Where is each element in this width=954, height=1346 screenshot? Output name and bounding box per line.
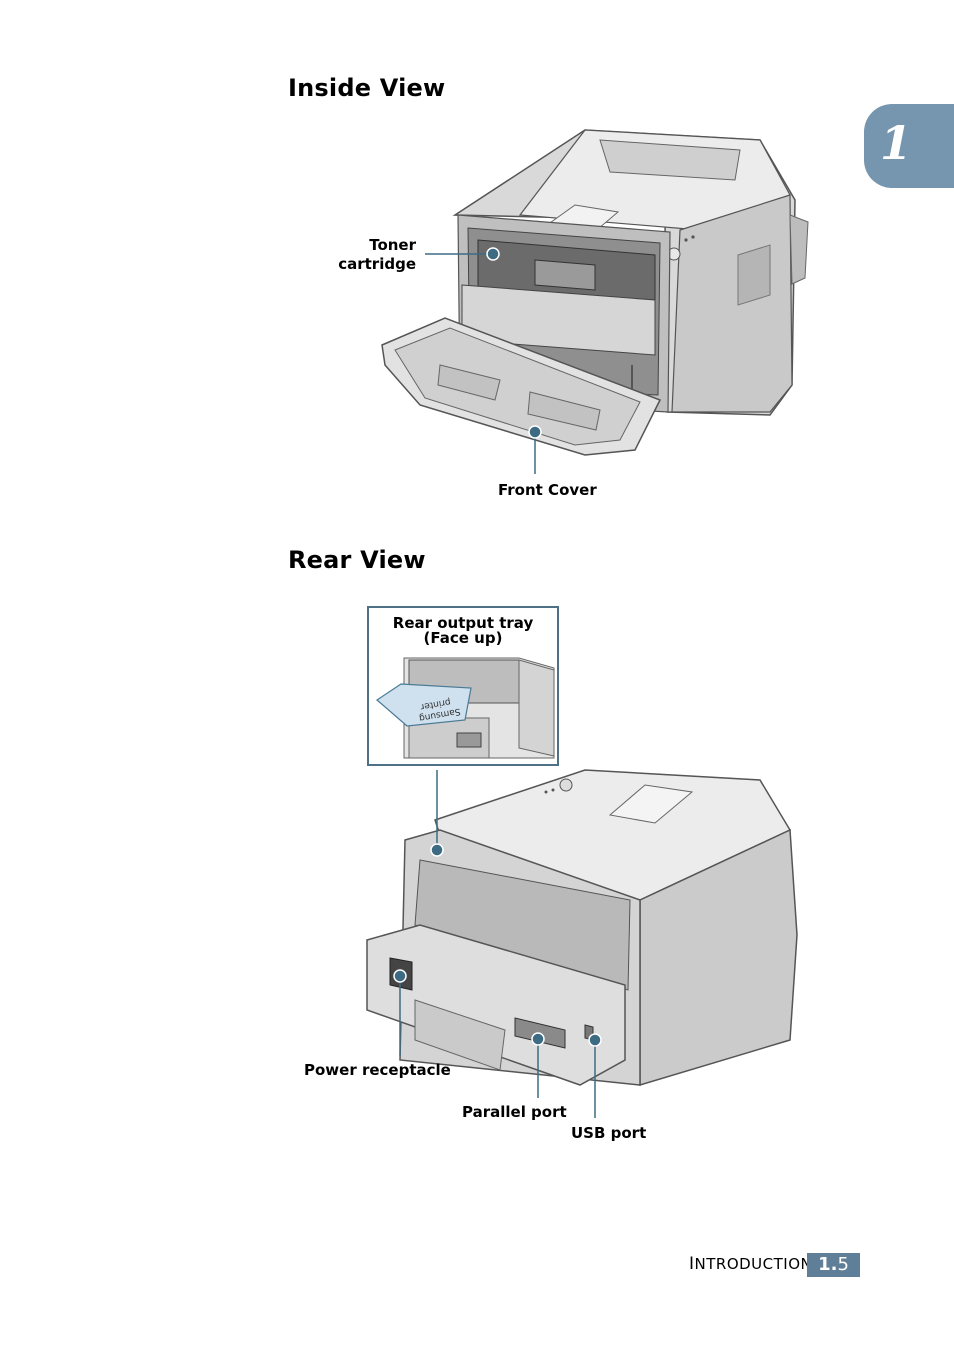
- toner-label-line2: cartridge: [338, 255, 416, 273]
- chapter-number: 1: [880, 116, 913, 170]
- page-chapter: 1.: [818, 1254, 838, 1275]
- page-number-badge: 1.5: [807, 1253, 860, 1277]
- inset-title-line2: (Face up): [423, 629, 503, 647]
- inset-title: Rear output tray (Face up): [369, 616, 557, 646]
- footer-section-title: INTRODUCTION: [689, 1254, 812, 1274]
- footer-section-rest: NTRODUCTION: [694, 1255, 813, 1273]
- rear-view-heading: Rear View: [288, 546, 426, 574]
- chapter-tab: [864, 104, 954, 188]
- toner-cartridge-label: Toner cartridge: [330, 236, 416, 274]
- front-cover-label: Front Cover: [498, 481, 597, 499]
- parallel-port-label: Parallel port: [462, 1103, 567, 1121]
- usb-port-label: USB port: [571, 1124, 647, 1142]
- inset-illustration: Samsung printer: [376, 657, 555, 759]
- power-receptacle-label: Power receptacle: [304, 1061, 451, 1079]
- footer-section-initial: I: [689, 1254, 695, 1274]
- rear-output-tray-inset: Rear output tray (Face up) Samsung print…: [367, 606, 559, 766]
- inside-view-heading: Inside View: [288, 74, 446, 102]
- page-number: 5: [837, 1254, 849, 1275]
- inset-title-line1: Rear output tray: [392, 614, 534, 632]
- toner-label-line1: Toner: [369, 236, 416, 254]
